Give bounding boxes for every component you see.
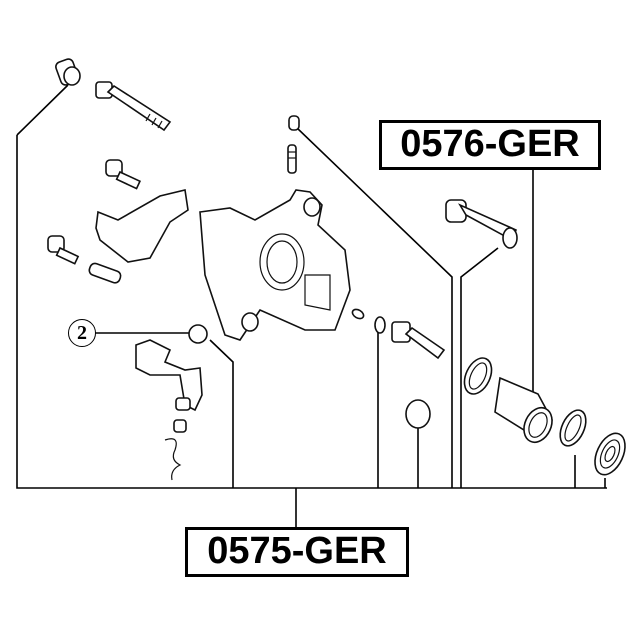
small-bolt-1	[105, 159, 142, 190]
leader-bushing	[16, 84, 69, 136]
lock-nut	[405, 399, 431, 429]
leader-pin-boot	[460, 247, 499, 488]
bracket-arm	[95, 189, 189, 263]
small-pin	[88, 262, 122, 284]
parking-lever	[135, 339, 203, 481]
cap-nut	[188, 324, 208, 344]
leader-bleeder-cap	[295, 126, 453, 488]
main-bracket-line	[16, 135, 607, 489]
part-number-label-repair-kit-piston: 0576-GER	[379, 120, 601, 170]
part-number-label-repair-kit: 0575-GER	[185, 527, 409, 577]
bleeder-cap	[288, 115, 300, 131]
caliper-body	[199, 189, 351, 341]
guide-pin	[445, 199, 518, 249]
piston-seal	[559, 409, 587, 447]
adjuster-bolt	[391, 321, 446, 360]
bleeder-screw	[287, 144, 297, 174]
o-ring-small	[351, 308, 386, 334]
small-bolt-2	[47, 235, 80, 265]
bushing	[55, 58, 81, 86]
leader-lines	[16, 84, 607, 527]
leader-cap	[209, 339, 234, 488]
piston	[494, 376, 553, 444]
piston-seal-ring	[463, 357, 493, 395]
callout-number: 2	[68, 319, 96, 347]
dust-boot	[594, 432, 626, 476]
guide-bolt	[95, 81, 172, 132]
